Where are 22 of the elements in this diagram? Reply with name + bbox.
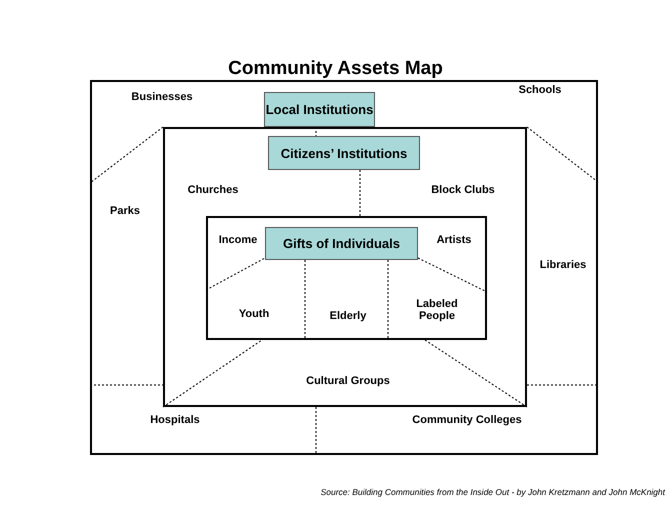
region-label: Churches xyxy=(188,184,238,196)
region-label: Income xyxy=(218,234,258,246)
heading-box: Citizens’ Institutions xyxy=(268,136,420,170)
diagram-title: Community Assets Map xyxy=(227,58,444,80)
region-label: Cultural Groups xyxy=(306,375,390,387)
region-label: Hospitals xyxy=(150,414,200,426)
region-label: Block Clubs xyxy=(431,184,495,196)
region-label: Libraries xyxy=(540,259,586,271)
region-label: Elderly xyxy=(330,310,366,322)
region-label: Artists xyxy=(436,234,472,246)
region-label: Schools xyxy=(518,84,562,96)
region-label: Businesses xyxy=(131,91,193,103)
region-label: Parks xyxy=(110,205,140,217)
heading-box: Local Institutions xyxy=(264,92,375,127)
region-label: Community Colleges xyxy=(412,414,522,426)
heading-box: Gifts of Individuals xyxy=(265,227,418,260)
source-caption: Source: Building Communities from the Inside Out - by John Kretzmann and John McKnight xyxy=(320,487,665,497)
frame-box xyxy=(206,216,487,340)
region-label: Labeled People xyxy=(415,298,459,322)
region-label: Youth xyxy=(238,308,270,320)
frame-box xyxy=(90,80,598,455)
frame-box xyxy=(163,127,527,407)
